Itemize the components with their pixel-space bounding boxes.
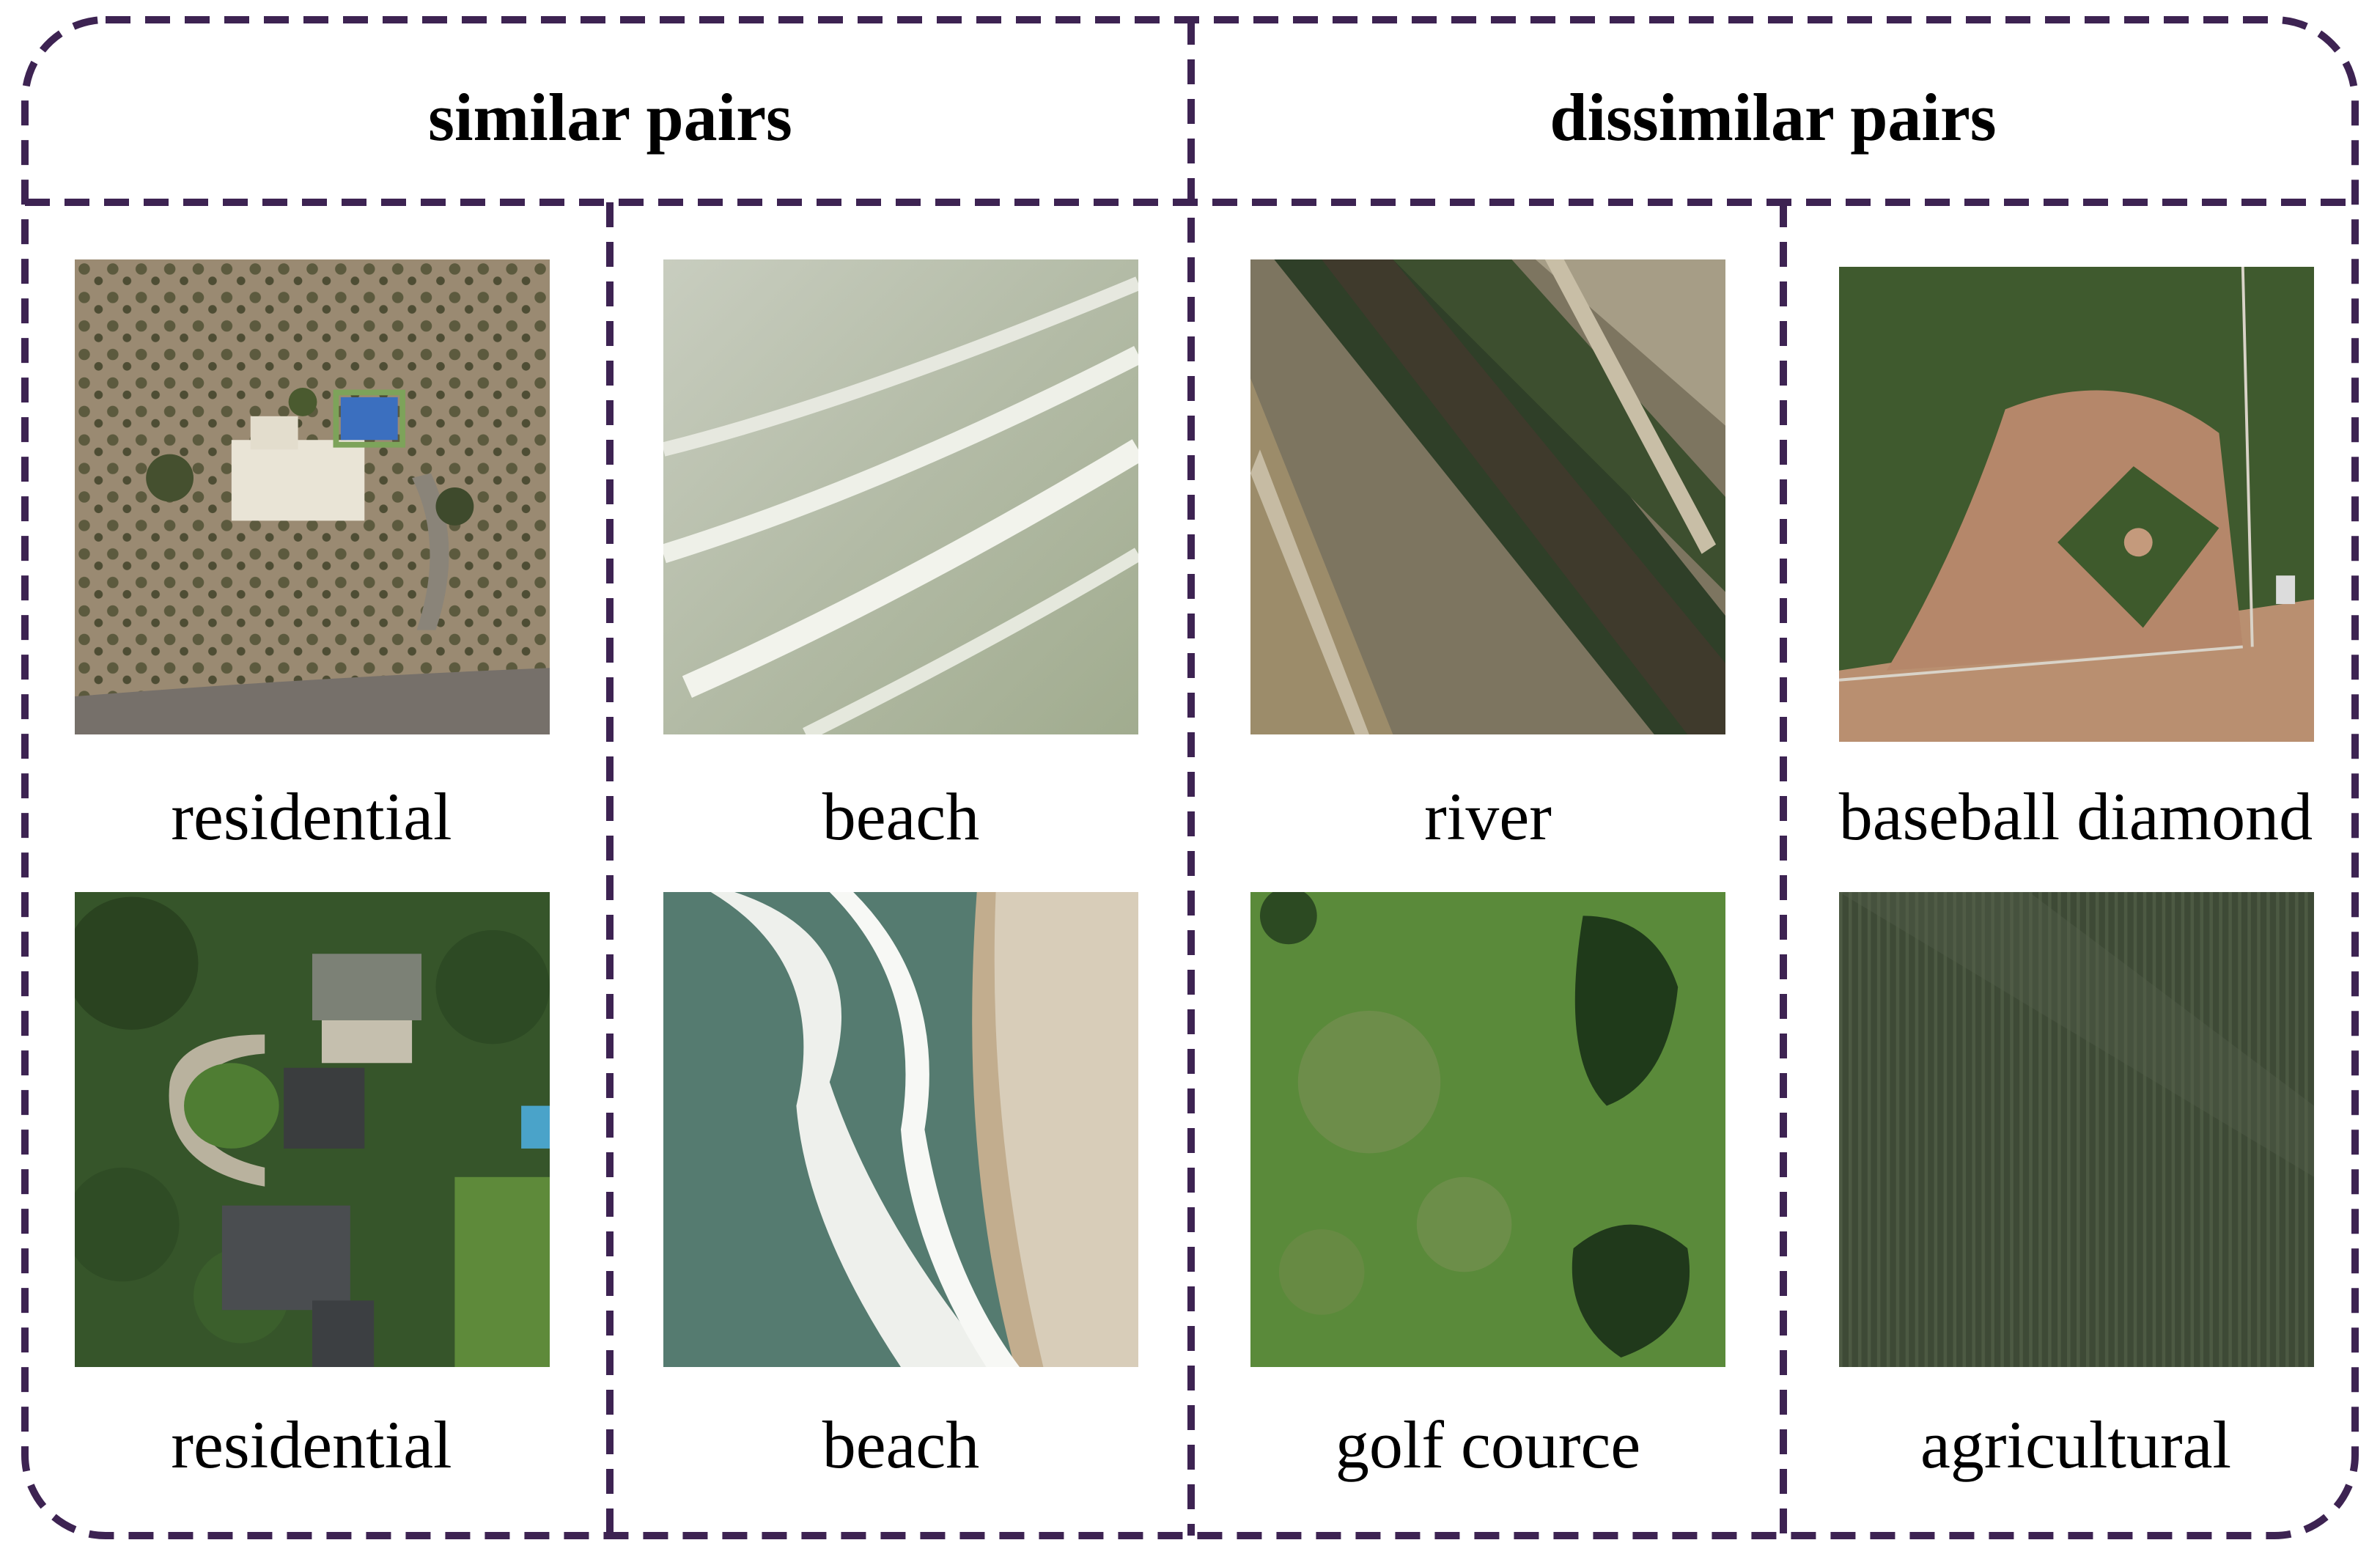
label-residential-bottom: residential (171, 1407, 452, 1482)
label-golf-course: golf cource (1335, 1407, 1641, 1482)
dissimilar-pairs-header: dissimilar pairs (1550, 80, 1997, 155)
agricultural-aerial-image (1839, 892, 2314, 1367)
label-river: river (1424, 779, 1552, 854)
label-baseball-diamond: baseball diamond (1838, 779, 2313, 854)
residential-aerial-image-2 (75, 892, 550, 1367)
label-beach-top: beach (822, 779, 980, 854)
label-beach-bottom: beach (822, 1407, 980, 1482)
river-aerial-image (1250, 259, 1725, 734)
label-residential-top: residential (171, 779, 452, 854)
beach-aerial-image-1 (663, 259, 1138, 734)
label-agricultural: agricultural (1920, 1407, 2232, 1482)
baseball-diamond-aerial-image (1839, 267, 2314, 742)
residential-aerial-image-1 (75, 259, 550, 734)
similar-pairs-header: similar pairs (428, 80, 792, 155)
beach-aerial-image-2 (663, 892, 1138, 1367)
golf-course-aerial-image (1250, 892, 1725, 1367)
